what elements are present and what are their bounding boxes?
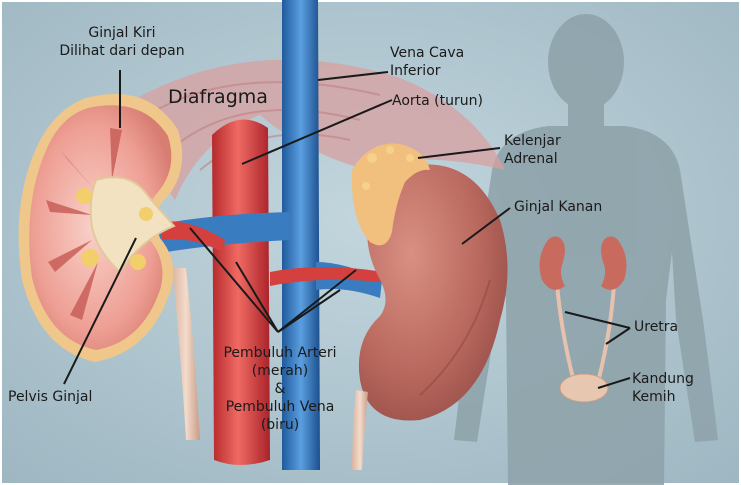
label-vena-cava-line2: Inferior: [390, 62, 464, 80]
label-vessels-line5: (biru): [206, 416, 354, 434]
label-left-kidney-line1: Ginjal Kiri: [40, 24, 204, 42]
label-vessels-line1: Pembuluh Arteri: [206, 344, 354, 362]
label-adrenal: Kelenjar Adrenal: [504, 132, 561, 168]
label-vessels-line4: Pembuluh Vena: [206, 398, 354, 416]
label-vessels-line3: &: [206, 380, 354, 398]
label-vessels: Pembuluh Arteri (merah) & Pembuluh Vena …: [206, 344, 354, 434]
label-aorta: Aorta (turun): [392, 92, 483, 110]
label-bladder-line1: Kandung: [632, 370, 694, 388]
label-bladder-line2: Kemih: [632, 388, 694, 406]
label-vessels-line2: (merah): [206, 362, 354, 380]
label-vena-cava-line1: Vena Cava: [390, 44, 464, 62]
label-adrenal-line1: Kelenjar: [504, 132, 561, 150]
label-adrenal-line2: Adrenal: [504, 150, 561, 168]
label-pelvis: Pelvis Ginjal: [8, 388, 92, 406]
label-ureter: Uretra: [634, 318, 678, 336]
label-vena-cava: Vena Cava Inferior: [390, 44, 464, 80]
label-left-kidney-line2: Dilihat dari depan: [40, 42, 204, 60]
label-left-kidney: Ginjal Kiri Dilihat dari depan: [40, 24, 204, 60]
label-right-kidney: Ginjal Kanan: [514, 198, 602, 216]
label-bladder: Kandung Kemih: [632, 370, 694, 406]
label-diaphragm: Diafragma: [168, 86, 268, 108]
